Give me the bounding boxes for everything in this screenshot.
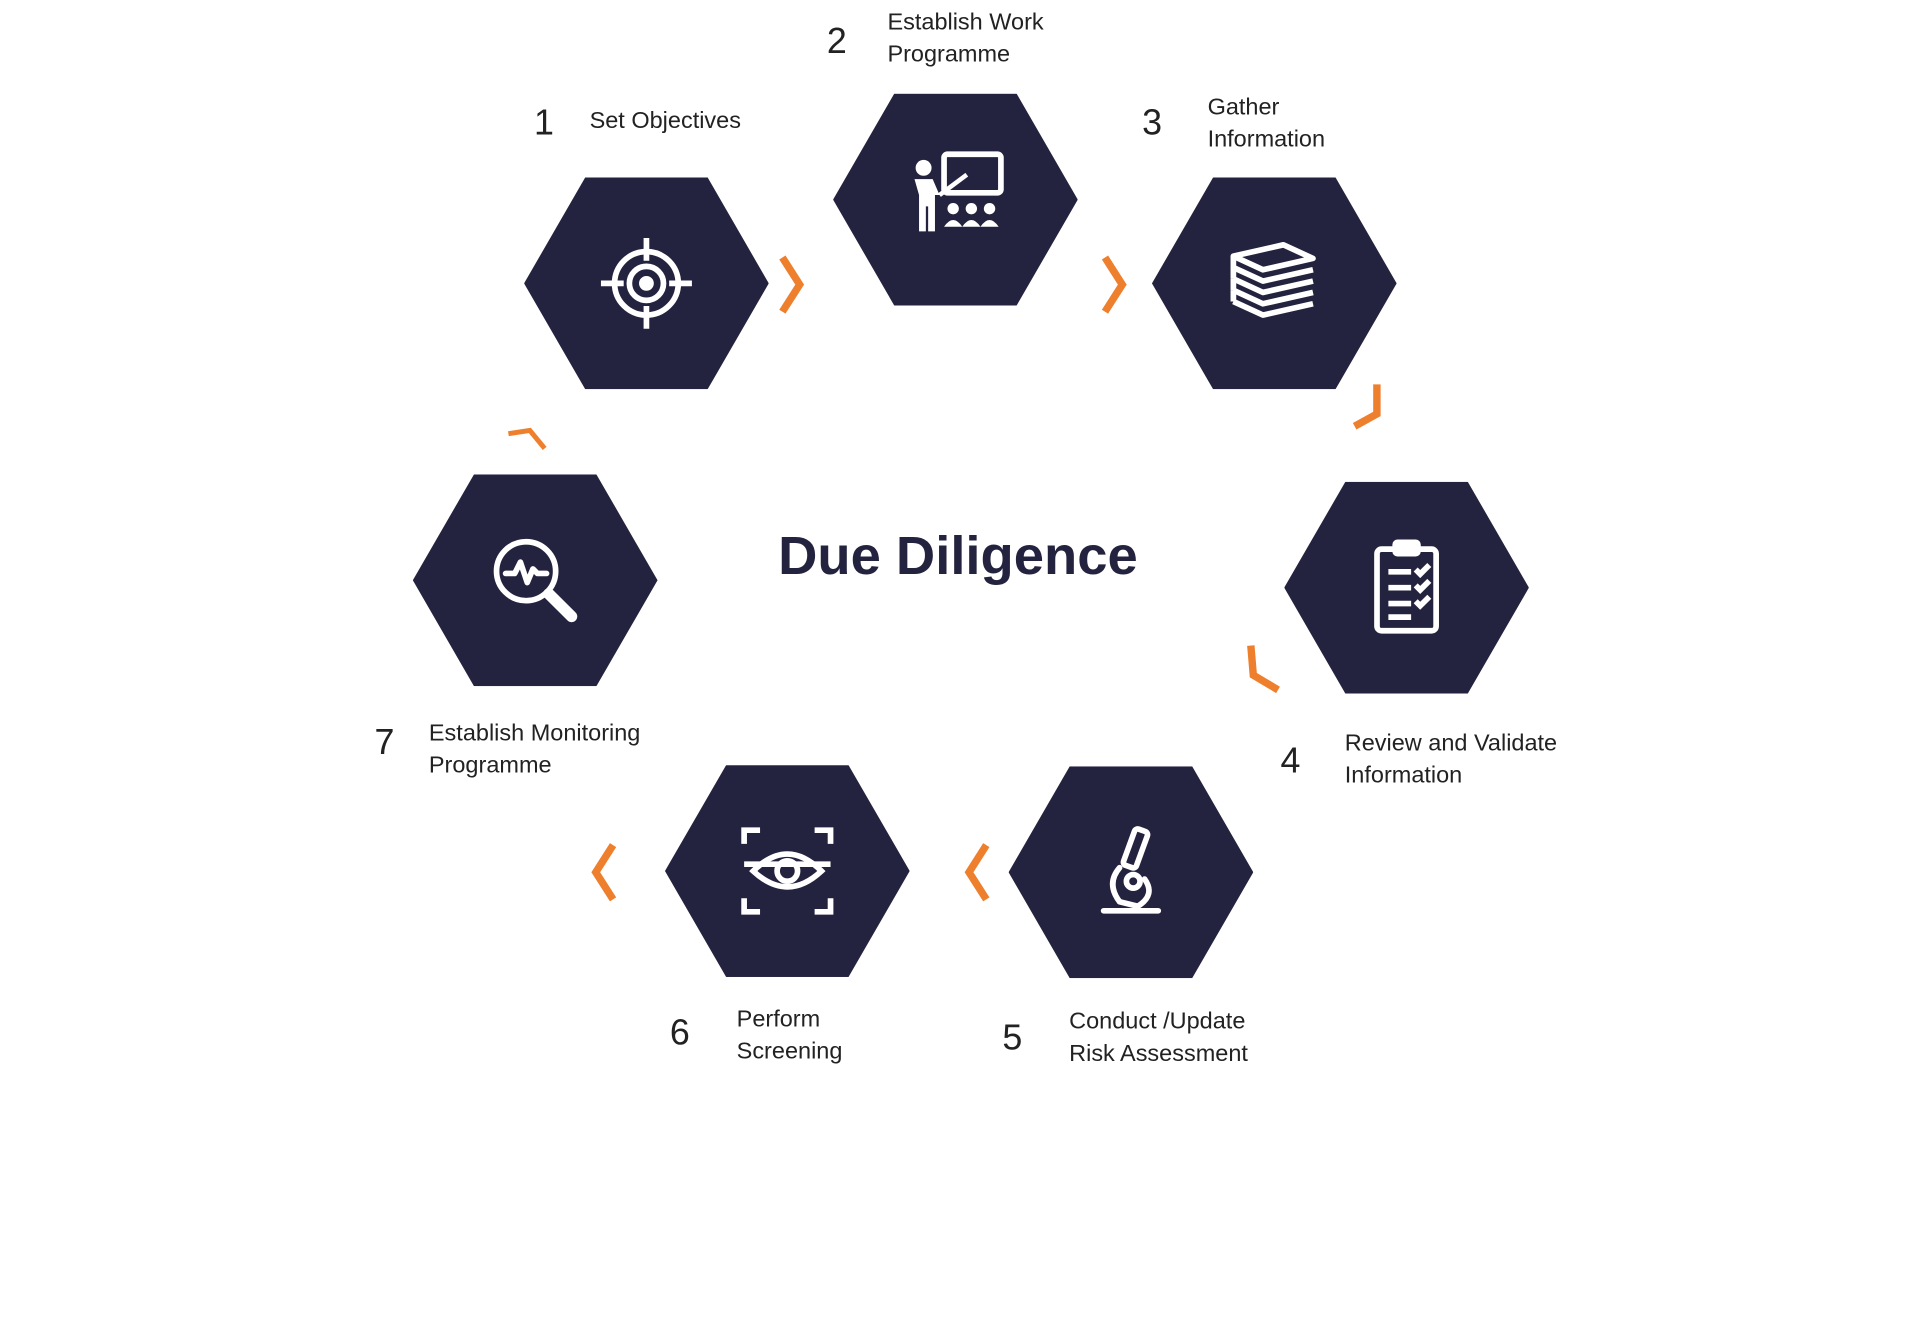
target-icon (600, 238, 692, 329)
step-5-number: 5 (1002, 1018, 1023, 1059)
diagram-title: Due Diligence (778, 526, 1138, 587)
step-6-label: Perform Screening (736, 1006, 843, 1065)
step-5-label: Conduct /Update Risk Assessment (1069, 1009, 1248, 1067)
step-2-hexagon (833, 93, 1078, 306)
step-3-label: Gather Information (1207, 94, 1326, 153)
step-3-hexagon (1151, 177, 1397, 390)
step-1-hexagon (524, 177, 769, 390)
step-5-hexagon (1008, 766, 1254, 979)
step-6-hexagon (664, 765, 910, 977)
step-7-label: Establish Monitoring Programme (428, 720, 641, 779)
arrow-6-to-7 (591, 843, 617, 902)
arrow-3-to-4 (1352, 384, 1381, 430)
step-2-label: Establish Work Programme (887, 9, 1044, 68)
step-3-number: 3 (1142, 103, 1163, 143)
microscope-icon (1100, 826, 1162, 914)
step-2-number: 2 (826, 22, 847, 62)
books-icon (1230, 241, 1316, 318)
arrow-2-to-3 (1101, 255, 1127, 314)
step-4-label: Review and Validate Information (1344, 730, 1558, 789)
step-7-hexagon (412, 474, 658, 687)
eye-scan-icon (741, 827, 834, 915)
arrow-4-to-5 (1247, 645, 1280, 694)
clipboard-checklist-icon (1374, 539, 1439, 634)
step-1-number: 1 (533, 103, 554, 143)
step-6-number: 6 (669, 1013, 690, 1054)
step-4-hexagon (1284, 481, 1529, 694)
arrow-5-to-6 (964, 843, 990, 902)
arrow-7-to-1 (508, 427, 547, 451)
step-4-number: 4 (1280, 741, 1301, 782)
step-1-label: Set Objectives (589, 108, 741, 135)
step-7-number: 7 (374, 723, 395, 763)
arrow-1-to-2 (779, 255, 805, 314)
magnifier-pulse-icon (493, 538, 578, 623)
presentation-icon (914, 151, 1004, 232)
